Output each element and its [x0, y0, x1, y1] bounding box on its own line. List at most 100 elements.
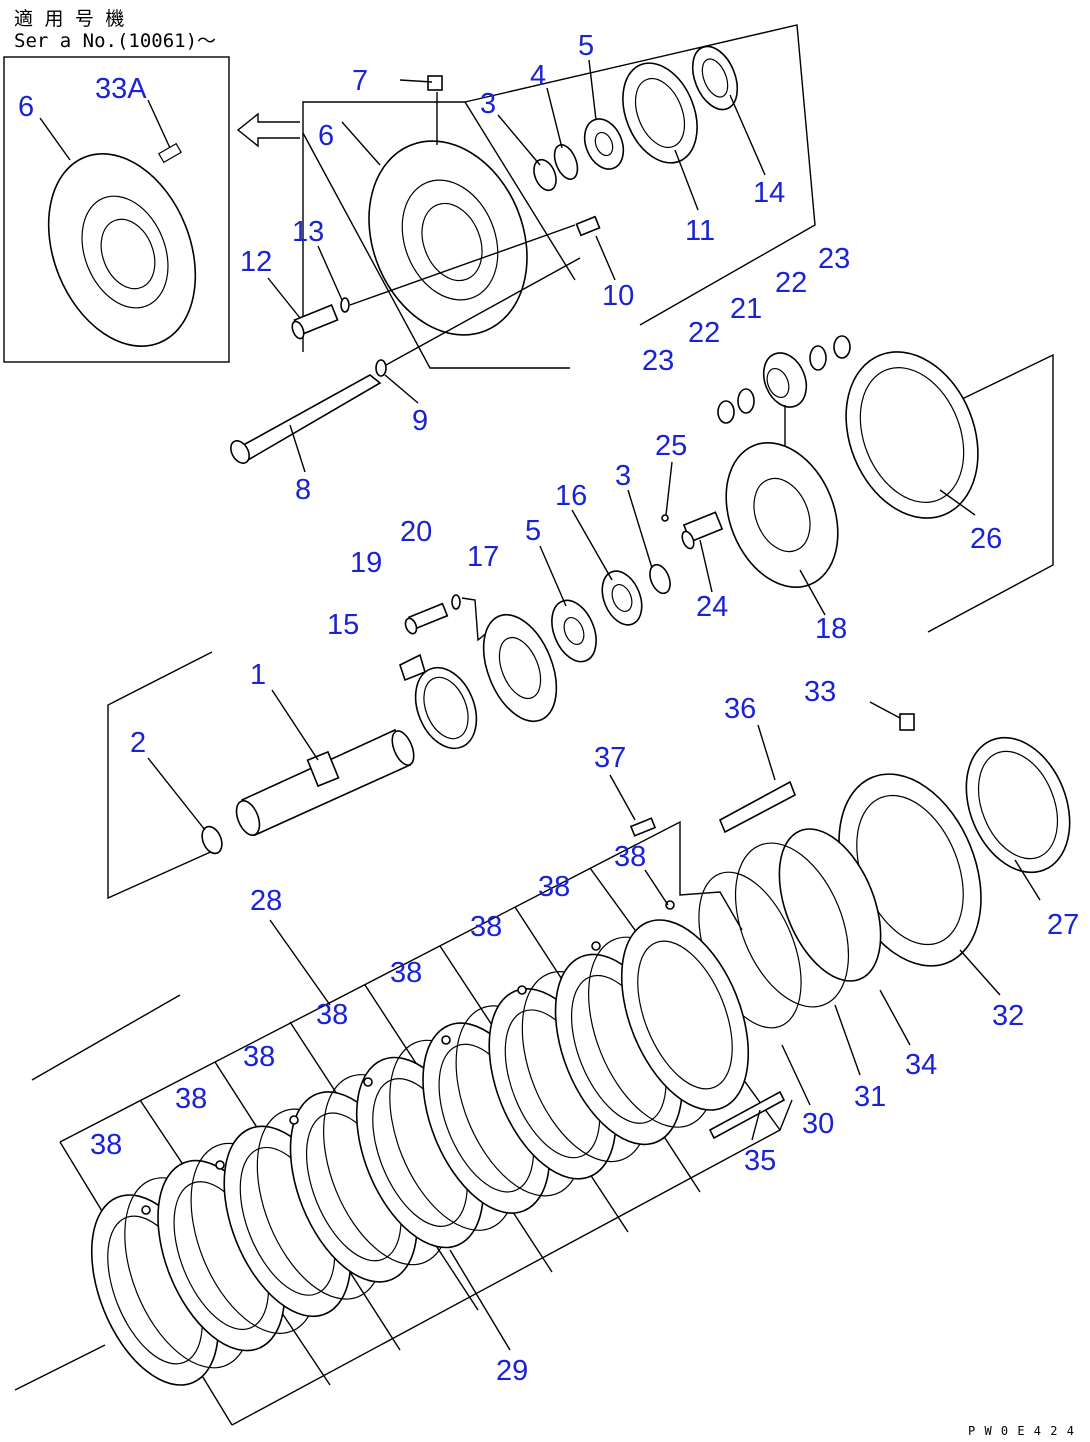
- clutch-disc-pack: [90, 900, 750, 1386]
- washer-part-20: [451, 594, 461, 610]
- callout-10: 10: [602, 280, 634, 312]
- ball-part-25: [661, 514, 669, 522]
- pin-part-24: [681, 511, 724, 550]
- inset-box: [3, 56, 230, 363]
- callout-leaders: [39, 59, 1041, 1351]
- bracket-part-36: [718, 780, 797, 834]
- callout-5-mid: 5: [525, 515, 541, 547]
- pin-part-38: [363, 1077, 373, 1087]
- bolt-part-12: [291, 304, 339, 340]
- axis-line-left: [31, 994, 181, 1081]
- washer-part-22-right: [809, 345, 827, 371]
- callout-29: 29: [496, 1355, 528, 1387]
- callout-6-inset: 6: [18, 91, 34, 123]
- callout-12: 12: [240, 246, 272, 278]
- callout-38-g: 38: [175, 1083, 207, 1115]
- callout-3-mid: 3: [615, 460, 631, 492]
- callout-26: 26: [970, 523, 1002, 555]
- part-callouts: 33A 6 7 6 3 4 5 14 11 12 13 10 9 8 23 22…: [18, 30, 1079, 1387]
- callout-9: 9: [412, 405, 428, 437]
- shaft-part-1: [235, 728, 415, 837]
- carrier-part-6: [368, 75, 528, 336]
- callout-38-e: 38: [316, 999, 348, 1031]
- shaft-centerline-top: [349, 224, 576, 306]
- callout-17: 17: [467, 541, 499, 573]
- long-bolt-part-8: [230, 374, 382, 464]
- washer-part-13: [340, 297, 350, 313]
- group-bracket-right: [927, 353, 1054, 633]
- callout-15: 15: [327, 609, 359, 641]
- leader-part-33: [869, 701, 901, 719]
- callout-4: 4: [530, 60, 546, 92]
- callout-22-right: 22: [775, 267, 807, 299]
- callout-11: 11: [685, 215, 715, 247]
- callout-38-b: 38: [538, 871, 570, 903]
- ring-part-27: [965, 736, 1071, 874]
- callout-14: 14: [753, 177, 785, 209]
- washer-part-9: [375, 359, 387, 377]
- planet-gear-part-21: [762, 352, 808, 408]
- group-bracket-left: [107, 651, 216, 900]
- snap-ring-part-3-top: [533, 158, 557, 192]
- pin-part-38: [141, 1205, 151, 1215]
- callout-18: 18: [815, 613, 847, 645]
- pin-part-38: [665, 900, 675, 910]
- seal-part-31: [734, 842, 850, 1008]
- piston-part-34: [778, 828, 882, 982]
- gear-part-16: [601, 570, 643, 626]
- pin-part-38: [591, 941, 601, 951]
- pin-part-38: [517, 985, 527, 995]
- callout-35: 35: [744, 1145, 776, 1177]
- washer-part-22-left: [737, 388, 755, 414]
- group-bracket-top: [302, 101, 576, 352]
- callout-23-right: 23: [818, 243, 850, 275]
- shaft-centerline-mid: [385, 257, 581, 366]
- drawing-code: P W 0 E 4 2 4: [968, 1424, 1075, 1438]
- plate-inner-edge: [637, 940, 733, 1090]
- inset-arrow: [236, 112, 300, 148]
- pin-part-10: [575, 215, 601, 237]
- callout-38-a: 38: [614, 841, 646, 873]
- pin-part-35: [708, 1090, 786, 1140]
- callout-31: 31: [854, 1081, 886, 1113]
- callout-38-h: 38: [90, 1129, 122, 1161]
- callout-2: 2: [130, 727, 146, 759]
- callout-28: 28: [250, 885, 282, 917]
- clutch-pack-top-edge: [59, 820, 743, 1143]
- ring-gear-part-26: [845, 351, 979, 519]
- inset-carrier-part-6: [47, 142, 197, 347]
- callout-1: 1: [250, 659, 266, 691]
- bearing-part-5-top: [583, 118, 625, 170]
- callout-38-d: 38: [390, 957, 422, 989]
- callout-36: 36: [724, 693, 756, 725]
- callout-38-f: 38: [243, 1041, 275, 1073]
- callout-20: 20: [400, 516, 432, 548]
- carrier-part-18: [725, 441, 839, 589]
- group-bracket-top-lower: [302, 132, 570, 369]
- callout-21: 21: [730, 293, 762, 325]
- callout-38-c: 38: [470, 911, 502, 943]
- snap-ring-part-3-mid: [649, 563, 671, 595]
- callout-6: 6: [318, 120, 334, 152]
- nut-part-23-left: [717, 400, 735, 424]
- ring-part-2: [201, 825, 223, 855]
- callout-8: 8: [295, 474, 311, 506]
- applicable-model-label: 適 用 号 機: [14, 8, 125, 30]
- callout-33a: 33A: [95, 73, 147, 105]
- callout-13: 13: [292, 216, 324, 248]
- callout-27: 27: [1047, 909, 1079, 941]
- callout-25: 25: [655, 430, 687, 462]
- callout-37: 37: [594, 742, 626, 774]
- plug-part-33: [899, 713, 915, 731]
- bolt-part-19: [404, 602, 449, 635]
- pin-part-38: [215, 1160, 225, 1170]
- gear-part-17: [482, 613, 558, 723]
- callout-3-top: 3: [480, 88, 496, 120]
- nut-part-23-right: [833, 335, 851, 359]
- pin-part-38: [441, 1035, 451, 1045]
- ring-part-4: [553, 144, 579, 180]
- group-bracket-top-right: [464, 24, 816, 326]
- callout-34: 34: [905, 1049, 937, 1081]
